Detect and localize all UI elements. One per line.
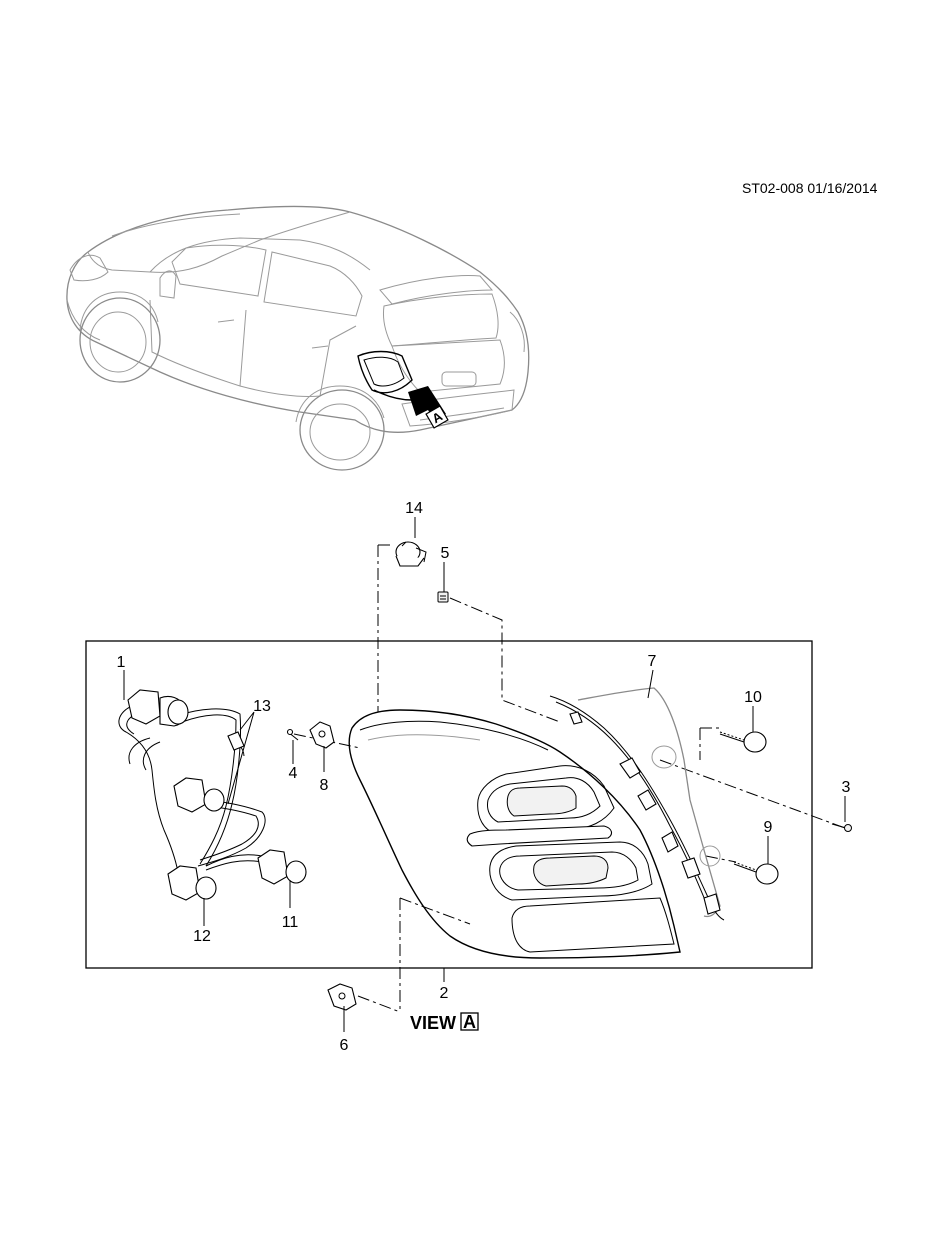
- part-2-lamp-housing: [348, 709, 681, 959]
- callout-5: 5: [441, 545, 450, 562]
- view-letter: A: [463, 1012, 476, 1032]
- callout-labels: 1 2 3 4 5 6 7 8 9 10 11 12 13 14: [117, 500, 851, 1054]
- leader-6: [357, 897, 471, 1013]
- callout-4: 4: [289, 765, 298, 782]
- leader-3: [659, 759, 846, 829]
- vehicle-illustration: A: [66, 205, 530, 471]
- view-marker-box: [425, 405, 449, 429]
- callout-2: 2: [440, 985, 449, 1002]
- part-10-cap: [719, 731, 767, 753]
- part-6-clip: [327, 983, 357, 1011]
- leader-14: [377, 544, 390, 712]
- part-5-clip: [437, 591, 449, 603]
- document-id: ST02-008 01/16/2014: [742, 180, 878, 196]
- callout-13: 13: [253, 698, 271, 715]
- part-4-screw: [286, 728, 299, 741]
- callout-14: 14: [405, 500, 423, 517]
- callout-1: 1: [117, 654, 126, 671]
- view-letter-box: [460, 1012, 479, 1031]
- callout-3: 3: [842, 779, 851, 796]
- leader-9: [705, 855, 737, 863]
- view-label-text: VIEW: [410, 1013, 456, 1033]
- callout-7: 7: [648, 653, 657, 670]
- wiring-harness: [118, 689, 307, 901]
- callout-10: 10: [744, 689, 762, 706]
- callout-12: 12: [193, 928, 211, 945]
- callout-11: 11: [282, 914, 299, 931]
- part-9-cap: [733, 861, 779, 885]
- callout-leaders: [123, 517, 846, 1032]
- callout-8: 8: [320, 777, 329, 794]
- part-14-socket: [395, 541, 427, 567]
- view-a-label: VIEW A: [410, 1012, 479, 1033]
- callout-6: 6: [340, 1037, 349, 1054]
- callout-9: 9: [764, 819, 773, 836]
- part-8-clip: [309, 721, 335, 749]
- part-7-bracket: [549, 687, 725, 921]
- part-3-screw: [831, 823, 852, 832]
- view-a-frame: [85, 640, 813, 969]
- leader-10: [699, 727, 720, 760]
- leader-5: [449, 597, 561, 723]
